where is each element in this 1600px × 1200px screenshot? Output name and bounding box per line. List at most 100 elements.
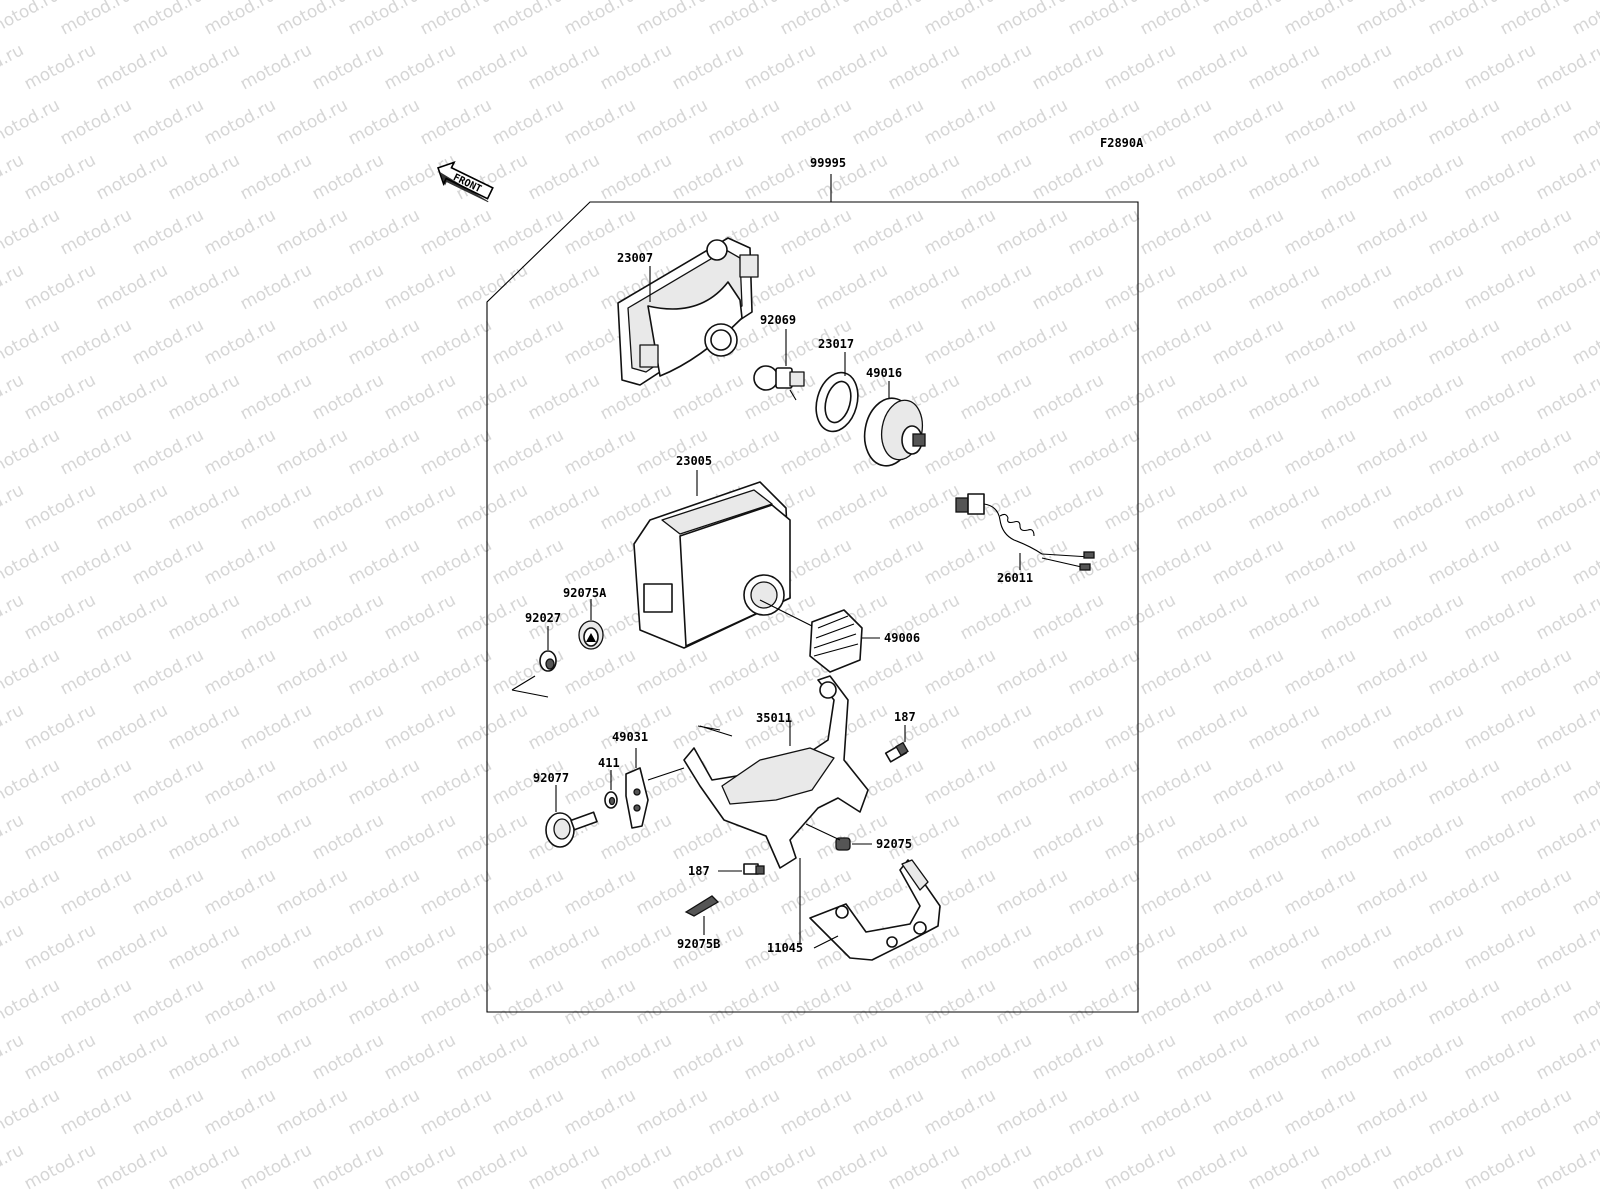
watermark-text: motod.ru <box>1065 205 1143 259</box>
watermark-text: motod.ru <box>1461 40 1539 94</box>
watermark-text: motod.ru <box>57 95 135 149</box>
watermark-text: motod.ru <box>921 535 999 589</box>
watermark-text: motod.ru <box>237 480 315 534</box>
watermark-text: motod.ru <box>1245 590 1323 644</box>
watermark-text: motod.ru <box>561 95 639 149</box>
watermark-text: motod.ru <box>309 260 387 314</box>
watermark-text: motod.ru <box>1281 975 1359 1029</box>
watermark-text: motod.ru <box>813 1140 891 1194</box>
watermark-text: motod.ru <box>741 1140 819 1194</box>
watermark-text: motod.ru <box>1317 150 1395 204</box>
part-92075-collar <box>835 837 851 851</box>
watermark-text: motod.ru <box>237 150 315 204</box>
watermark-text: motod.ru <box>1245 370 1323 424</box>
part-49016-rubber-boot <box>863 397 926 467</box>
watermark-text: motod.ru <box>1425 535 1503 589</box>
watermark-text: motod.ru <box>453 1030 531 1084</box>
watermark-text: motod.ru <box>1425 865 1503 919</box>
watermark-text: motod.ru <box>1281 95 1359 149</box>
watermark-text: motod.ru <box>1569 205 1600 259</box>
watermark-text: motod.ru <box>1101 40 1179 94</box>
watermark-text: motod.ru <box>1173 920 1251 974</box>
watermark-text: motod.ru <box>705 1195 783 1200</box>
watermark-text: motod.ru <box>777 1195 855 1200</box>
watermark-text: motod.ru <box>93 480 171 534</box>
watermark-text: motod.ru <box>0 1195 63 1200</box>
watermark-text: motod.ru <box>273 95 351 149</box>
watermark-text: motod.ru <box>57 755 135 809</box>
watermark-text: motod.ru <box>705 1085 783 1139</box>
watermark-text: motod.ru <box>705 975 783 1029</box>
watermark-text: motod.ru <box>0 755 63 809</box>
watermark-text: motod.ru <box>453 260 531 314</box>
part-187-bolt-upper <box>884 741 909 763</box>
watermark-text: motod.ru <box>1317 590 1395 644</box>
watermark-text: motod.ru <box>489 95 567 149</box>
watermark-text: motod.ru <box>381 480 459 534</box>
watermark-text: motod.ru <box>129 205 207 259</box>
watermark-text: motod.ru <box>345 865 423 919</box>
label-26011: 26011 <box>997 571 1033 585</box>
watermark-text: motod.ru <box>237 700 315 754</box>
watermark-text: motod.ru <box>1065 315 1143 369</box>
watermark-text: motod.ru <box>1461 810 1539 864</box>
part-11045-mounting-bracket <box>809 859 941 961</box>
watermark-text: motod.ru <box>633 645 711 699</box>
label-49006: 49006 <box>884 631 920 645</box>
watermark-text: motod.ru <box>201 535 279 589</box>
label-92075: 92075 <box>876 837 912 851</box>
watermark-text: motod.ru <box>1461 920 1539 974</box>
watermark-text: motod.ru <box>489 975 567 1029</box>
watermark-text: motod.ru <box>1317 370 1395 424</box>
watermark-text: motod.ru <box>993 1085 1071 1139</box>
watermark-text: motod.ru <box>345 425 423 479</box>
watermark-text: motod.ru <box>93 700 171 754</box>
watermark-text: motod.ru <box>741 1030 819 1084</box>
watermark-text: motod.ru <box>1425 0 1503 39</box>
watermark-text: motod.ru <box>525 1030 603 1084</box>
watermark-text: motod.ru <box>957 810 1035 864</box>
watermark-text: motod.ru <box>1065 0 1143 39</box>
watermark-text: motod.ru <box>1281 645 1359 699</box>
watermark-text: motod.ru <box>1461 1030 1539 1084</box>
watermark-text: motod.ru <box>1209 865 1287 919</box>
watermark-text: motod.ru <box>21 700 99 754</box>
watermark-text: motod.ru <box>1353 95 1431 149</box>
watermark-text: motod.ru <box>633 1085 711 1139</box>
watermark-text: motod.ru <box>1353 755 1431 809</box>
watermark-text: motod.ru <box>1497 865 1575 919</box>
watermark-text: motod.ru <box>57 1195 135 1200</box>
watermark-text: motod.ru <box>1101 810 1179 864</box>
watermark-text: motod.ru <box>669 370 747 424</box>
watermark-text: motod.ru <box>1425 95 1503 149</box>
watermark-text: motod.ru <box>309 1030 387 1084</box>
watermark-text: motod.ru <box>1029 260 1107 314</box>
watermark-text: motod.ru <box>525 260 603 314</box>
label-23007: 23007 <box>617 251 653 265</box>
watermark-text: motod.ru <box>0 645 63 699</box>
watermark-text: motod.ru <box>57 1085 135 1139</box>
watermark-text: motod.ru <box>1173 810 1251 864</box>
watermark-text: motod.ru <box>489 425 567 479</box>
watermark-text: motod.ru <box>1209 205 1287 259</box>
watermark-text: motod.ru <box>381 260 459 314</box>
watermark-text: motod.ru <box>1533 810 1600 864</box>
watermark-text: motod.ru <box>1389 40 1467 94</box>
watermark-text: motod.ru <box>93 810 171 864</box>
part-187-bolt-lower <box>743 863 765 875</box>
watermark-text: motod.ru <box>1497 205 1575 259</box>
watermark-text: motod.ru <box>1137 755 1215 809</box>
watermark-text: motod.ru <box>1569 425 1600 479</box>
watermark-text: motod.ru <box>525 370 603 424</box>
watermark-text: motod.ru <box>21 810 99 864</box>
watermark-text: motod.ru <box>1065 975 1143 1029</box>
watermark-text: motod.ru <box>309 920 387 974</box>
watermark-text: motod.ru <box>849 315 927 369</box>
watermark-text: motod.ru <box>273 315 351 369</box>
watermark-text: motod.ru <box>57 205 135 259</box>
watermark-text: motod.ru <box>345 975 423 1029</box>
watermark-text: motod.ru <box>165 700 243 754</box>
watermark-text: motod.ru <box>93 590 171 644</box>
watermark-text: motod.ru <box>129 645 207 699</box>
watermark-text: motod.ru <box>1209 0 1287 39</box>
